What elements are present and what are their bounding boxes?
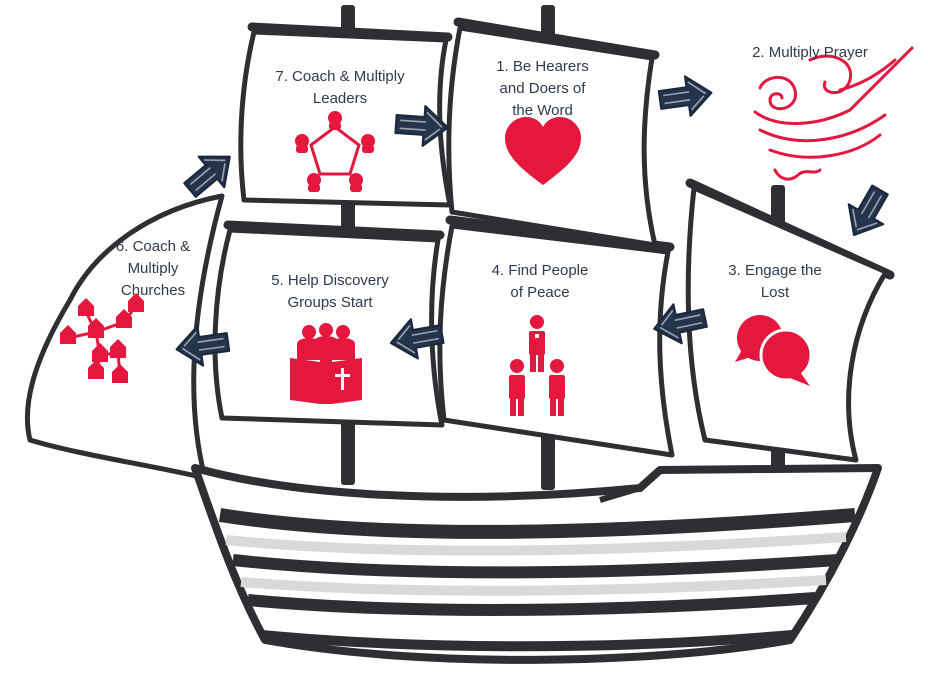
- step-6-line-2: Multiply: [127, 260, 179, 277]
- step-1-line-1: 1. Be Hearers: [496, 58, 589, 75]
- step-7-label: 7. Coach & Multiply Leaders: [250, 66, 430, 110]
- step-2-label: 2. Multiply Prayer: [730, 42, 890, 64]
- hull: [191, 464, 882, 664]
- step-6-label: 6. Coach & Multiply Churches: [98, 236, 208, 302]
- step-7-line-1: 7. Coach & Multiply: [275, 68, 405, 85]
- step-5-label: 5. Help Discovery Groups Start: [255, 270, 405, 314]
- step-6-line-1: 6. Coach &: [115, 238, 191, 255]
- church-network-icon: [60, 293, 144, 383]
- step-4-line-1: 4. Find People: [491, 262, 589, 279]
- step-4-line-2: of Peace: [510, 284, 570, 301]
- step-1-line-3: the Word: [512, 102, 573, 119]
- leader-circle-icon: [295, 111, 375, 192]
- step-2-line-1: 2. Multiply Prayer: [752, 44, 868, 61]
- step-3-line-1: 3. Engage the: [728, 262, 822, 279]
- step-6-line-3: Churches: [120, 282, 186, 299]
- arrow-6-to-7: [176, 140, 244, 207]
- sail-7: [238, 29, 453, 208]
- arrow-2-to-3: [835, 179, 899, 247]
- step-3-line-2: Lost: [760, 284, 790, 301]
- step-5-line-2: Groups Start: [287, 294, 373, 311]
- group-with-bible-icon: [290, 323, 362, 404]
- sail-3: [685, 185, 889, 463]
- arrow-1-to-2: [656, 71, 716, 121]
- wind-swirl-icon: [753, 46, 914, 181]
- step-4-label: 4. Find People of Peace: [470, 260, 610, 304]
- speech-bubbles-icon: [735, 315, 813, 386]
- sail-4: [437, 223, 675, 458]
- step-1-label: 1. Be Hearers and Doers of the Word: [470, 56, 615, 122]
- step-5-line-1: 5. Help Discovery: [271, 272, 389, 289]
- step-1-line-2: and Doers of: [499, 80, 586, 97]
- step-3-label: 3. Engage the Lost: [710, 260, 840, 304]
- heart-icon: [505, 117, 581, 185]
- sail-6: [24, 193, 225, 481]
- step-7-line-2: Leaders: [312, 90, 368, 107]
- three-people-icon: [509, 315, 565, 416]
